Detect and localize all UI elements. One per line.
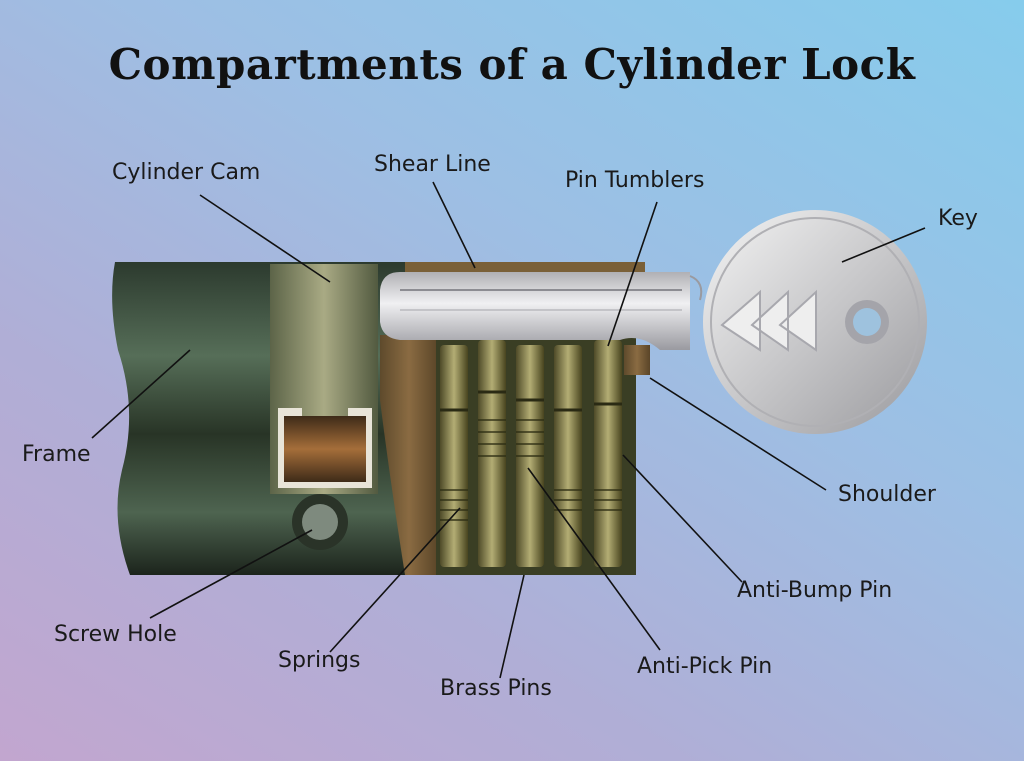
label-brass-pins: Brass Pins	[440, 676, 552, 701]
label-pin-tumblers: Pin Tumblers	[565, 168, 705, 193]
label-shear-line: Shear Line	[374, 152, 491, 177]
plug-housing	[380, 335, 438, 575]
shear-gaps	[440, 390, 622, 412]
key-arrows	[720, 289, 817, 352]
label-springs: Springs	[278, 648, 361, 673]
label-anti-bump-pin: Anti-Bump Pin	[737, 578, 893, 603]
leader-lines	[91, 181, 926, 679]
label-key: Key	[938, 206, 978, 231]
label-cylinder-cam: Cylinder Cam	[112, 160, 261, 185]
label-shoulder: Shoulder	[838, 482, 936, 507]
page-title: Compartments of a Cylinder Lock	[108, 40, 916, 89]
label-anti-pick-pin: Anti-Pick Pin	[637, 654, 773, 679]
label-frame: Frame	[22, 442, 91, 467]
shoulder	[624, 345, 650, 375]
label-screw-hole: Screw Hole	[54, 622, 177, 647]
cam-inner	[284, 416, 366, 482]
pin-stack	[440, 340, 622, 567]
